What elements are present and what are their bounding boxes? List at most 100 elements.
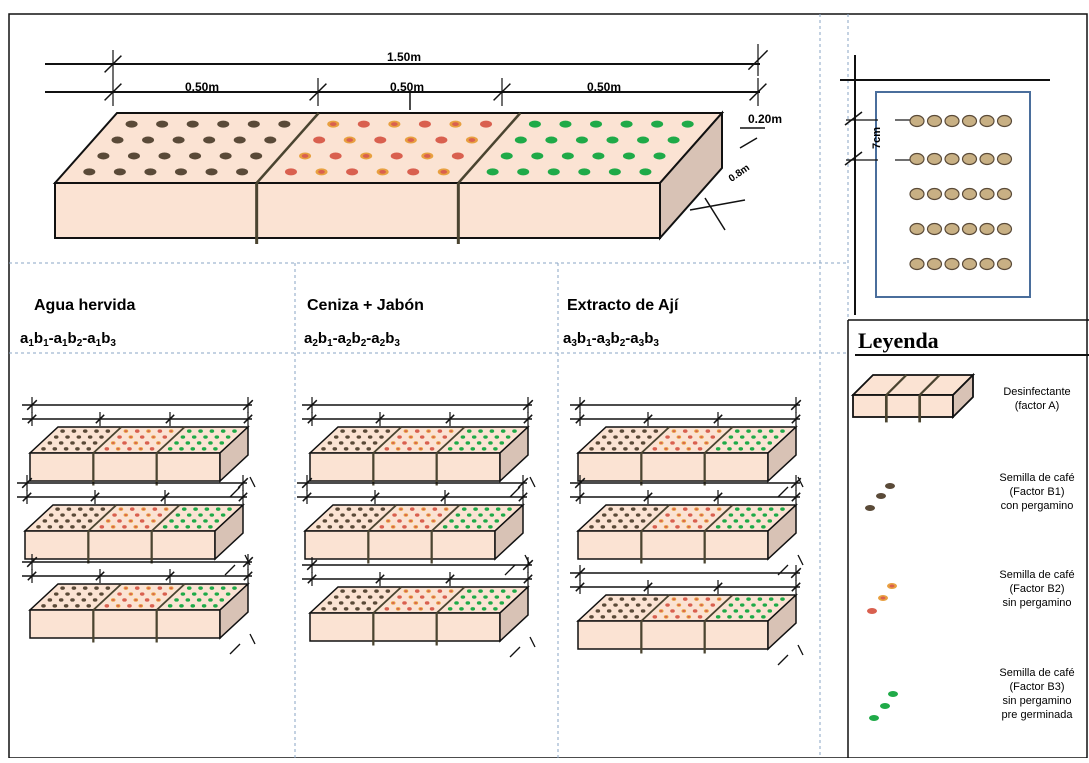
- unit-g1-r1-seed-b1: [53, 435, 59, 439]
- unit-g3-r1-seed-b3: [733, 441, 739, 445]
- dim-depth-mark: [689, 199, 746, 211]
- unit-g1-r3-seed-b2: [144, 598, 150, 602]
- unit-g2-r2-seed-b1: [335, 507, 340, 511]
- unit-g1-r3-seed-b2: [134, 586, 140, 590]
- unit-g1-r2-seed-b1: [82, 513, 88, 517]
- unit-g2-r1-seed-b1: [345, 435, 350, 439]
- main-seed-b1: [127, 152, 140, 160]
- unit-g2-r3-seed-b1: [327, 601, 333, 605]
- unit-g1-r2-seed-b1: [87, 519, 93, 523]
- unit-g2-r3-seed-b2: [404, 590, 408, 593]
- unit-g3-r2-seed-b1: [623, 525, 628, 529]
- unit-g1-r1-seed-b3: [203, 435, 208, 439]
- seedbed-seed: [944, 152, 960, 166]
- unit-g1-r2-seed-b2: [164, 508, 168, 511]
- main-seed-b1: [142, 136, 155, 144]
- unit-g2-r1-seed-b3: [466, 429, 472, 433]
- unit-g2-r1-seed-b1: [332, 447, 338, 451]
- main-seed-b1: [83, 168, 96, 176]
- unit-g1-r1-seed-b2: [157, 442, 160, 444]
- unit-g2-r1-seed-b2: [384, 447, 390, 451]
- seedbed-seed: [909, 257, 925, 271]
- unit-g1-r2-seed-b2: [117, 519, 122, 523]
- unit-g3-r2-seed-b3: [746, 507, 751, 511]
- unit-g2-r1-seed-b1: [356, 435, 362, 439]
- seed-spacing-label: 7cm: [871, 126, 884, 150]
- main-seed-b3: [651, 120, 664, 128]
- legend-seed-b2: [867, 608, 877, 614]
- unit-g1-r3-seed-b3: [179, 604, 184, 608]
- unit-g1-r2-seed-b3: [214, 519, 220, 523]
- unit-g3-r2-seed-b2: [682, 520, 686, 522]
- unit-g1-r2-seed-b1: [53, 519, 59, 523]
- unit-g1-r2-seed-b3: [204, 507, 210, 511]
- unit-g1-r1-corner: [249, 476, 256, 488]
- unit-g1-r1-seed-b2: [169, 430, 173, 433]
- unit-g1-r3-seed-b1: [105, 586, 111, 590]
- seedbed-seed: [961, 187, 978, 201]
- unit-g2-r2-seed-b1: [346, 507, 352, 511]
- unit-g1-r1-seed-b1: [63, 447, 69, 451]
- main-seed-b3: [486, 168, 499, 176]
- unit-g3-r1-seed-b3: [715, 447, 721, 451]
- unit-g3-r2-seed-b3: [734, 507, 740, 511]
- unit-g3-r2-seed-b1: [613, 513, 618, 517]
- unit-g2-r1-seed-b1: [350, 441, 355, 445]
- unit-g1-r3-seed-b2: [134, 599, 138, 601]
- main-seed-b1: [111, 136, 124, 144]
- unit-g3-r3-seed-b3: [744, 609, 750, 613]
- unit-g2-r2-seed-b1: [374, 513, 379, 517]
- unit-g2-r2-corner: [504, 564, 516, 576]
- unit-g1-r3-corner: [229, 643, 241, 655]
- unit-g1-r1-seed-b3: [191, 435, 197, 439]
- unit-g1-r1-seed-b3: [209, 429, 215, 433]
- unit-g3-r2-seed-b1: [611, 525, 617, 529]
- unit-g2-r1-seed-b1: [372, 441, 378, 445]
- unit-g2-r2-seed-b3: [461, 507, 467, 511]
- unit-g1-r3-seed-b2: [116, 604, 120, 607]
- unit-g2-r2-seed-b2: [397, 519, 402, 523]
- unit-g2-r3-seed-b2: [437, 589, 443, 593]
- unit-g2-r2-seed-b2: [437, 513, 443, 517]
- unit-g2-r2-seed-b2: [399, 508, 403, 511]
- unit-g3-r1-corner: [797, 476, 804, 488]
- unit-g3-r2-seed-b2: [687, 525, 691, 528]
- unit-g3-r3-seed-b3: [739, 603, 745, 607]
- unit-g3-r3-divider: [640, 594, 670, 622]
- unit-g3-r3-seed-b2: [672, 598, 676, 601]
- unit-g1-r1-seed-b3: [186, 429, 192, 433]
- unit-g2-r1-seed-b1: [367, 435, 373, 439]
- unit-g1-r2-seed-b1: [42, 519, 48, 523]
- unit-g3-r2-seed-b1: [619, 507, 625, 511]
- legend-title: Leyenda: [858, 328, 939, 353]
- unit-g1-r1-seed-b1: [60, 429, 65, 433]
- unit-g2-r3-seed-b1: [350, 601, 355, 605]
- unit-g2-r3-seed-b2: [449, 590, 453, 593]
- unit-g1-r3-seed-b2: [139, 604, 143, 607]
- unit-g3-r3-seed-b3: [762, 603, 768, 607]
- unit-g2-r1-seed-b2: [402, 441, 407, 445]
- main-seed-b2: [418, 120, 431, 128]
- unit-g3-r1-seed-b1: [635, 435, 641, 439]
- seedbed-seed: [944, 187, 960, 201]
- unit-g3-r2-seed-b2: [700, 514, 703, 516]
- unit-g3-r1-seed-b1: [619, 429, 625, 433]
- unit-g1-r1-seed-b1: [71, 429, 77, 433]
- unit-g3-r2-seed-b1: [601, 513, 607, 517]
- unit-g3-r1-seed-b1: [600, 447, 606, 451]
- unit-g1-r2-seed-b2: [142, 508, 145, 511]
- main-seed-b3: [547, 168, 560, 176]
- unit-g1-r1-seed-b2: [152, 436, 155, 438]
- unit-g1-r1-seed-b1: [86, 447, 92, 451]
- unit-g1-r3-seed-b1: [63, 604, 69, 608]
- legend-line: pre germinada: [1001, 709, 1073, 721]
- unit-g1-r2-seed-b2: [124, 514, 128, 516]
- main-seed-b2: [440, 169, 448, 174]
- unit-g2-r2-seed-b2: [379, 525, 385, 529]
- unit-g2-r3-seed-b2: [407, 607, 412, 611]
- unit-g3-r3-seed-b1: [589, 615, 594, 619]
- unit-g1-r1-seed-b1: [81, 441, 87, 445]
- unit-g3-r2-box-front: [577, 530, 769, 560]
